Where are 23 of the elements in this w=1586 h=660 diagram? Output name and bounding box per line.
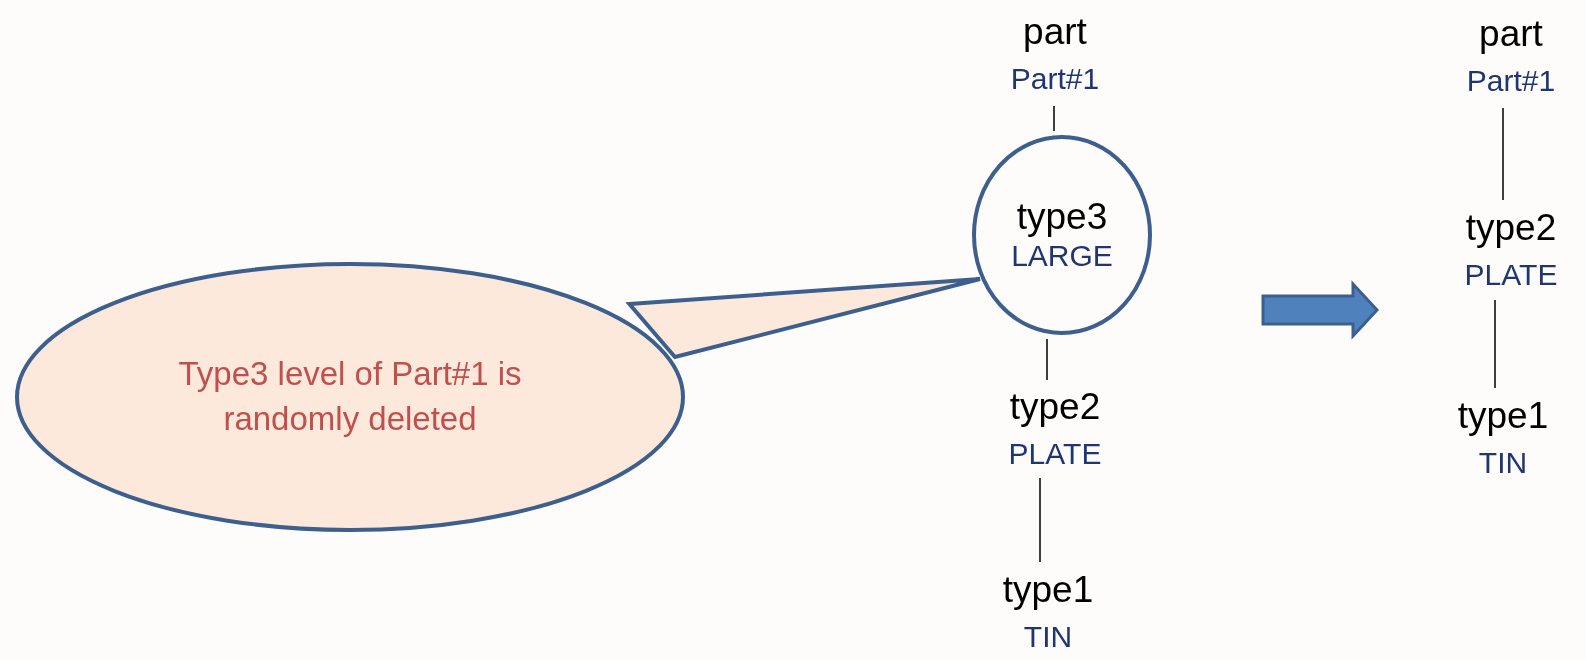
level-name: type2	[1465, 207, 1557, 250]
connector-line	[1494, 299, 1496, 389]
level-name: type1	[1002, 569, 1094, 612]
level-name: type2	[1009, 386, 1101, 429]
circle-node	[972, 135, 1152, 335]
level-value: Part#1	[1010, 62, 1100, 97]
level-value: TIN	[1478, 446, 1528, 481]
level-value: PLATE	[1008, 437, 1102, 472]
level-value: LARGE	[1011, 239, 1113, 274]
level-value: PLATE	[1464, 258, 1558, 293]
level-name: part	[1479, 13, 1543, 56]
connector-line	[1053, 105, 1055, 132]
level-name: part	[1023, 11, 1087, 54]
callout-text: Type3 level of Part#1 is randomly deleted	[177, 354, 523, 439]
speech-bubble	[15, 262, 685, 532]
connector-line	[1502, 107, 1504, 201]
connector-line	[1046, 338, 1048, 381]
level-value: Part#1	[1466, 64, 1556, 99]
callout-pointer	[625, 277, 982, 360]
level-name: type3	[1016, 196, 1108, 239]
level-name: type1	[1457, 395, 1549, 438]
level-value: TIN	[1023, 620, 1073, 655]
connector-line	[1039, 477, 1041, 563]
